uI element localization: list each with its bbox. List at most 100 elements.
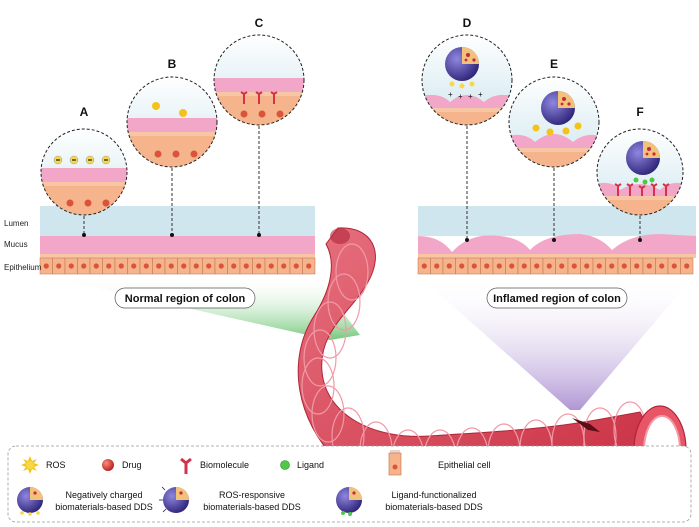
cell-nucleus: [609, 263, 615, 269]
cell-nucleus: [231, 263, 237, 269]
cell-nucleus: [584, 263, 590, 269]
panel-d-label: D: [463, 16, 472, 30]
inflamed-region-glow: [418, 275, 695, 410]
cell-nucleus: [131, 263, 137, 269]
legend-biomolecule: Biomolecule: [180, 457, 249, 474]
cell-nucleus: [156, 263, 162, 269]
cell-nucleus: [434, 263, 440, 269]
ros-responsive-dds-icon: [159, 486, 189, 513]
legend-ros-responsive-dds-line2: biomaterials-based DDS: [203, 502, 301, 512]
legend-ros-label: ROS: [46, 460, 66, 470]
colon-fold: [311, 385, 345, 443]
panel-c: C: [213, 16, 305, 126]
cell-nucleus: [68, 263, 74, 269]
legend-ros-responsive-dds-line1: ROS-responsive: [219, 490, 285, 500]
colon-fold: [301, 357, 335, 415]
cell-nucleus: [118, 263, 124, 269]
legend-drug-label: Drug: [122, 460, 142, 470]
colon-fold: [313, 301, 347, 359]
cell-nucleus: [218, 263, 224, 269]
cell-nucleus: [684, 263, 690, 269]
ligand-dds-icon: [336, 487, 362, 516]
lumen-label: Lumen: [4, 219, 28, 228]
epithelial-cell-icon: [388, 450, 402, 476]
biomolecule-icon: [180, 457, 192, 474]
cell-nucleus: [446, 263, 452, 269]
cell-nucleus: [671, 263, 677, 269]
cell-nucleus: [81, 263, 87, 269]
legend-ligand-dds-line2: biomaterials-based DDS: [385, 502, 483, 512]
connector-dots: [82, 233, 642, 242]
legend-ros: ROS: [21, 456, 66, 474]
inflamed-tissue-strip: [417, 206, 696, 275]
legend: ROS Drug Biomolecule Ligand Epithelial c…: [7, 445, 692, 523]
svg-text:+: +: [468, 92, 473, 101]
legend-negative-dds-line2: biomaterials-based DDS: [55, 502, 153, 512]
negative-dds-icon: [17, 487, 43, 516]
cell-nucleus: [509, 263, 515, 269]
panel-e-label: E: [550, 57, 558, 71]
cell-nucleus: [659, 263, 665, 269]
cell-nucleus: [459, 263, 465, 269]
cell-nucleus: [571, 263, 577, 269]
legend-negative-dds: Negatively charged biomaterials-based DD…: [17, 487, 153, 516]
panel-c-label: C: [255, 16, 264, 30]
cell-nucleus: [56, 263, 62, 269]
cell-nucleus: [256, 263, 262, 269]
cell-nucleus: [559, 263, 565, 269]
cell-nucleus: [646, 263, 652, 269]
cell-nucleus: [621, 263, 627, 269]
panel-a-label: A: [80, 105, 89, 119]
cell-nucleus: [596, 263, 602, 269]
epithelium-label: Epithelium: [4, 263, 42, 272]
colon-fold: [335, 243, 369, 301]
svg-text:+: +: [458, 92, 463, 101]
legend-epithelial-cell-label: Epithelial cell: [438, 460, 491, 470]
cell-nucleus: [534, 263, 540, 269]
cell-nucleus: [206, 263, 212, 269]
cell-nucleus: [306, 263, 312, 269]
svg-text:+: +: [448, 90, 453, 99]
normal-tissue-strip: [39, 206, 316, 275]
cell-nucleus: [634, 263, 640, 269]
panel-d: + + + + D: [421, 16, 513, 126]
cell-nucleus: [471, 263, 477, 269]
colon-fold: [303, 329, 337, 387]
panel-a: A: [40, 105, 128, 216]
legend-biomolecule-label: Biomolecule: [200, 460, 249, 470]
connector-lines: [83, 126, 641, 240]
mucus-label: Mucus: [4, 240, 28, 249]
cell-nucleus: [243, 263, 249, 269]
legend-negative-dds-line1: Negatively charged: [65, 490, 142, 500]
drug-icon: [102, 459, 114, 471]
panel-b-label: B: [168, 57, 177, 71]
cell-nucleus: [484, 263, 490, 269]
cell-nucleus: [521, 263, 527, 269]
svg-text:+: +: [478, 90, 483, 99]
cell-nucleus: [293, 263, 299, 269]
normal-region-label: Normal region of colon: [125, 293, 246, 305]
legend-ligand-label: Ligand: [297, 460, 324, 470]
cell-nucleus: [496, 263, 502, 269]
inflamed-region-label: Inflamed region of colon: [493, 293, 621, 305]
cell-nucleus: [181, 263, 187, 269]
legend-ligand-dds-line1: Ligand-functionalized: [391, 490, 476, 500]
cell-nucleus: [281, 263, 287, 269]
legend-drug: Drug: [102, 459, 142, 471]
cell-nucleus: [268, 263, 274, 269]
panel-f-label: F: [636, 105, 643, 119]
legend-epithelial-cell: Epithelial cell: [388, 450, 491, 476]
panel-b: B: [126, 57, 218, 168]
inflamed-region-banner: Inflamed region of colon: [486, 287, 628, 309]
cell-nucleus: [193, 263, 199, 269]
ros-icon: [21, 456, 39, 474]
cell-nucleus: [106, 263, 112, 269]
cell-nucleus: [43, 263, 49, 269]
cell-nucleus: [421, 263, 427, 269]
cell-nucleus: [93, 263, 99, 269]
panel-f: F: [596, 105, 684, 216]
ligand-icon: [280, 460, 290, 470]
normal-region-banner: Normal region of colon: [114, 287, 256, 309]
